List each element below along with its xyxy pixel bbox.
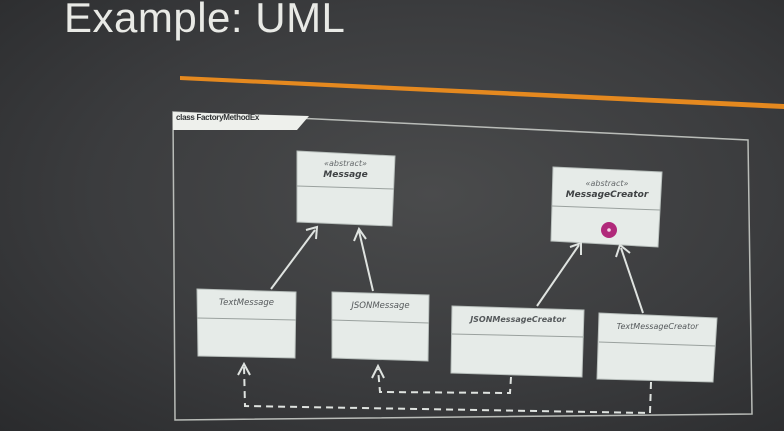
class-message-creator-stereotype: «abstract»	[585, 179, 629, 188]
dependency-arrowhead-textmessage	[237, 361, 251, 376]
class-text-message-creator: TextMessageCreator	[599, 320, 716, 338]
class-json-message-creator-box	[450, 305, 585, 378]
inheritance-arrow-jsonmessage-to-message	[353, 226, 374, 292]
diagram-frame	[172, 111, 753, 421]
title-accent-line	[180, 76, 784, 109]
class-json-message-box	[331, 291, 430, 362]
dependency-jsoncreator-to-jsonmessage	[377, 368, 512, 395]
class-text-message-box	[196, 288, 297, 359]
class-json-message-creator-name: JSONMessageCreator	[470, 315, 566, 324]
class-message-name: Message	[323, 170, 368, 180]
class-message-stereotype: «abstract»	[324, 159, 367, 168]
class-message-creator-box	[550, 166, 663, 248]
inheritance-arrow-textmessage-to-message	[270, 225, 319, 290]
slide-title: Example: UML	[64, 0, 346, 41]
class-message-creator-name: MessageCreator	[565, 190, 649, 200]
class-json-message-creator: JSONMessageCreator	[452, 313, 584, 331]
frame-label-tab	[173, 112, 309, 130]
class-text-message-name: TextMessage	[219, 298, 274, 308]
frame-label: class FactoryMethodEx	[176, 113, 260, 122]
class-message: «abstract» Message	[297, 156, 394, 186]
class-text-message: TextMessage	[197, 296, 296, 314]
class-text-message-creator-box	[596, 312, 718, 383]
dependency-textcreator-to-textmessage	[243, 365, 652, 415]
class-json-message: JSONMessage	[332, 299, 429, 317]
class-json-message-name: JSONMessage	[351, 301, 410, 311]
class-message-creator: «abstract» MessageCreator	[553, 176, 661, 206]
inheritance-arrow-jsoncreator-to-messagecreator	[536, 241, 582, 307]
class-text-message-creator-name: TextMessageCreator	[616, 322, 699, 331]
class-message-box	[296, 150, 396, 227]
dependency-arrowhead-jsonmessage	[371, 363, 385, 379]
inheritance-arrow-textcreator-to-messagecreator	[615, 243, 644, 314]
